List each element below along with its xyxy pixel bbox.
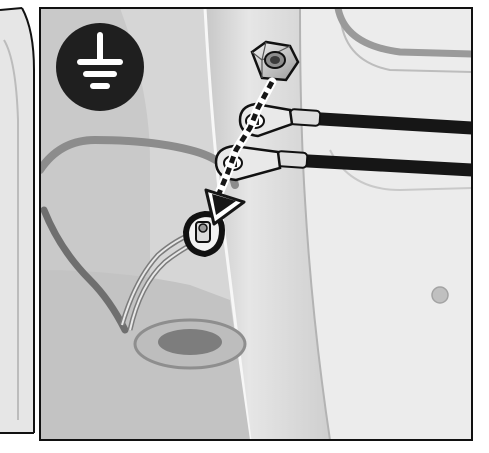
scene bbox=[40, 8, 472, 440]
grommet-hole bbox=[135, 320, 245, 368]
screw-head-icon bbox=[432, 287, 448, 303]
ground-icon bbox=[56, 23, 144, 111]
outer-side-panel bbox=[0, 8, 34, 433]
appliance-housing bbox=[300, 8, 472, 440]
